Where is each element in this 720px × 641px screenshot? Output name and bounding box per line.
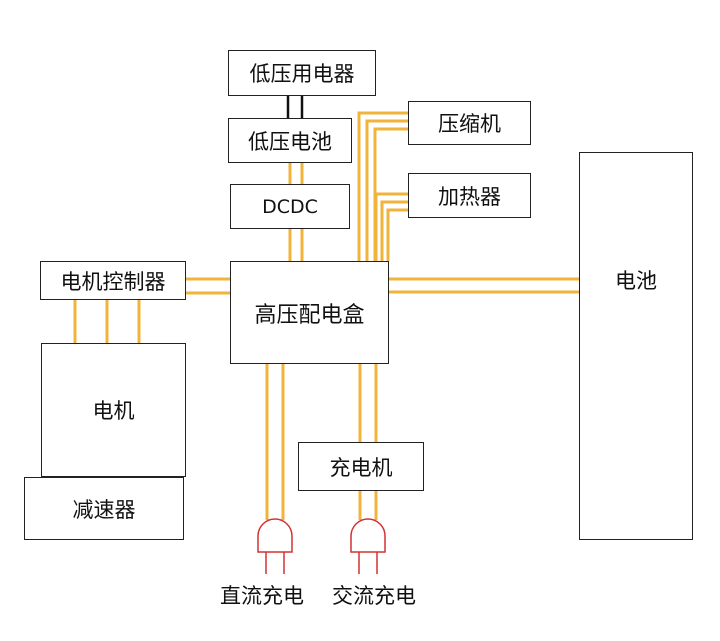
hv-pdu-compressor-1 — [357, 111, 408, 261]
battery-box: 电池 — [579, 152, 693, 540]
dcdc-box: DCDC — [230, 184, 350, 229]
hv-pdu-heater-3 — [386, 208, 408, 261]
hv-pdu-compressor-2 — [365, 119, 408, 261]
compressor-box: 压缩机 — [408, 101, 531, 145]
hv-pdu-heater-1 — [374, 192, 408, 261]
hv-pdu-heater-2 — [380, 200, 408, 261]
heater-box: 加热器 — [408, 173, 531, 218]
ac-charging-label: 交流充电 — [332, 584, 416, 608]
charger-box: 充电机 — [298, 442, 424, 491]
pdu-box: 高压配电盒 — [230, 261, 389, 364]
high-voltage-wires — [73, 111, 580, 520]
low-voltage-wires — [286, 95, 304, 118]
motor-controller-box: 电机控制器 — [40, 261, 186, 300]
dc-charging-label: 直流充电 — [220, 584, 304, 608]
reducer-box: 减速器 — [24, 477, 184, 540]
motor-box: 电机 — [41, 343, 186, 477]
dc-plug-icon — [257, 518, 293, 574]
low-voltage-appliances-box: 低压用电器 — [228, 50, 376, 96]
low-voltage-battery-box: 低压电池 — [228, 118, 352, 163]
ac-plug-icon — [350, 518, 386, 574]
